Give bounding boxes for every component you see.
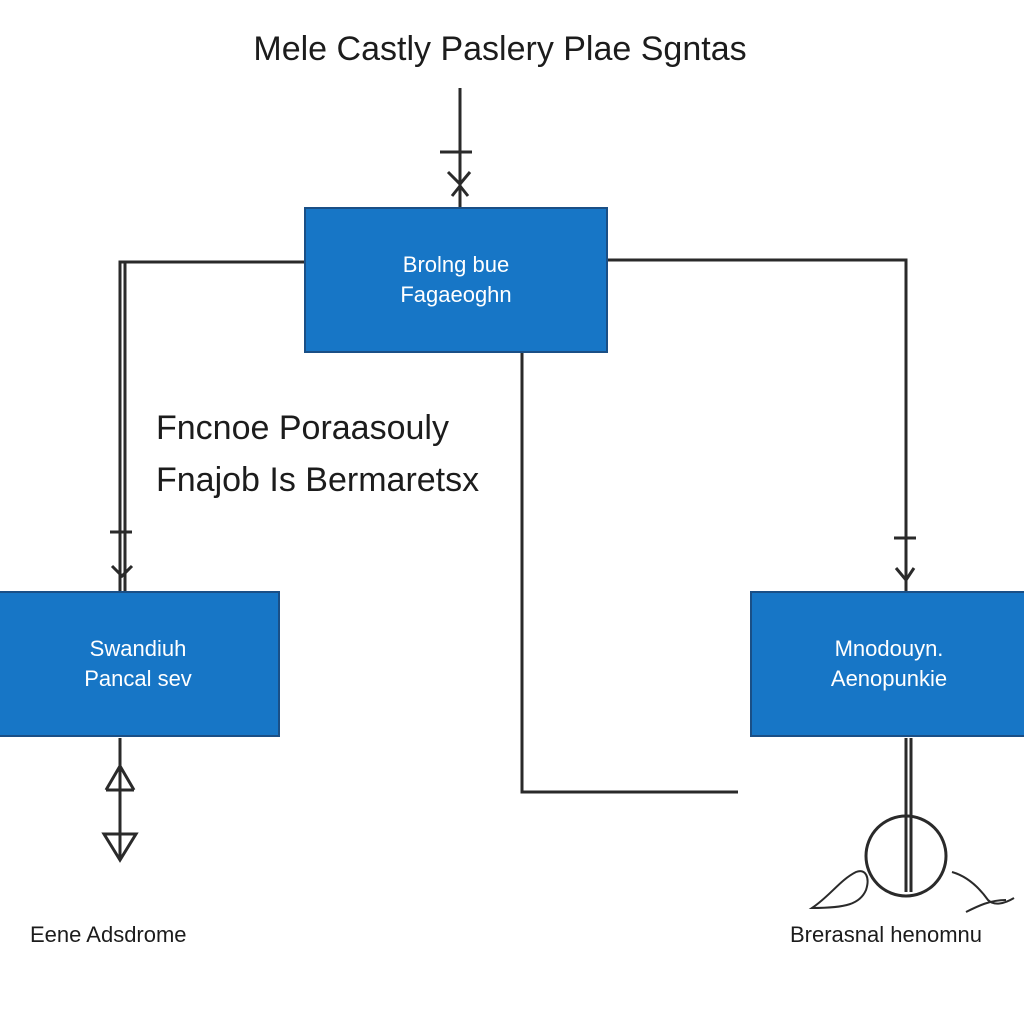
right-branch-line (608, 258, 908, 592)
left-branch-line (118, 260, 304, 592)
bottom-right-label: Brerasnal henomnu (790, 922, 983, 947)
left-box: Swandiuh Pancal sev (0, 591, 280, 737)
top-box: Brolng bue Fagaeoghn (304, 207, 608, 353)
right-output-figure (808, 870, 869, 910)
diagram-title: Mele Castly Paslery Plae Sgntas (253, 30, 747, 68)
top-box-line1: Brolng bue (402, 252, 510, 277)
right-box: Mnodouyn. Aenopunkie (750, 591, 1024, 737)
left-output-triangle (101, 832, 139, 863)
right-box-line2: Aenopunkie (830, 666, 948, 691)
middle-label-line1: Fncnoe Poraasouly (156, 409, 449, 447)
top-box-line2: Fagaeoghn (400, 282, 512, 307)
right-branch-marker (894, 567, 916, 583)
right-box-line1: Mnodouyn. (834, 636, 944, 661)
middle-label: Fncnoe Poraasouly Fnajob Is Bermaretsx (156, 402, 479, 506)
top-input-marker (446, 170, 472, 197)
middle-label-line2: Fnajob Is Bermaretsx (156, 461, 480, 499)
left-output-arrowhead (104, 763, 136, 791)
right-output-circle (864, 814, 948, 898)
center-drop-line (520, 352, 738, 794)
left-box-line2: Pancal sev (84, 666, 192, 691)
left-branch-marker (110, 564, 134, 579)
left-box-line1: Swandiuh (89, 636, 187, 661)
bottom-left-label: Eene Adsdrome (30, 922, 187, 947)
